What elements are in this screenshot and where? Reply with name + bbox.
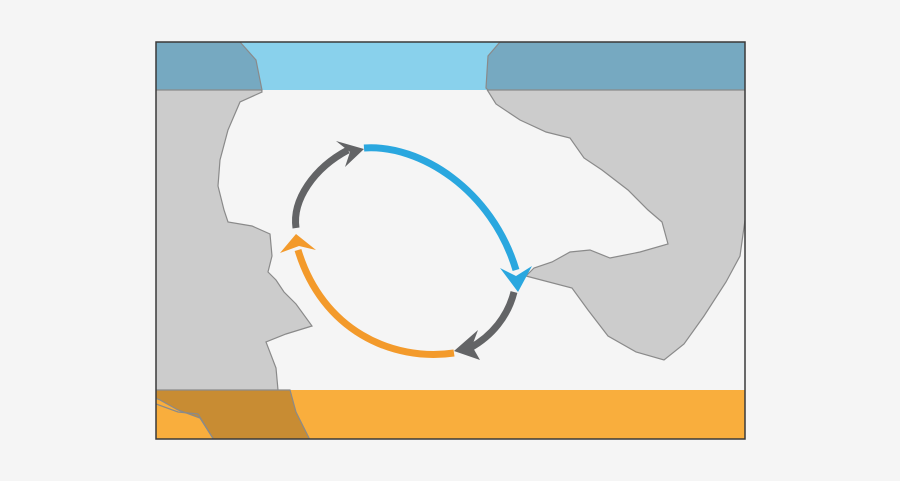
- land-east: [485, 42, 745, 361]
- return-current-arrowhead-bottom: [454, 330, 480, 360]
- warm-current-arrow: [294, 248, 455, 358]
- warm-current-arrowhead: [280, 234, 316, 253]
- cold-current-arrowhead: [500, 266, 532, 292]
- map-frame: [155, 41, 746, 440]
- warm-band-land-outline: [156, 403, 215, 439]
- return-current-arrowhead-top: [336, 141, 364, 167]
- cold-band-over-land-east: [485, 42, 745, 91]
- cold-band-over-land-west: [156, 42, 263, 91]
- return-current-arrow-bottom: [468, 291, 518, 352]
- return-current-arrow-top: [292, 146, 350, 229]
- cold-current-arrow: [363, 144, 520, 272]
- circulation-arrows: [280, 141, 532, 360]
